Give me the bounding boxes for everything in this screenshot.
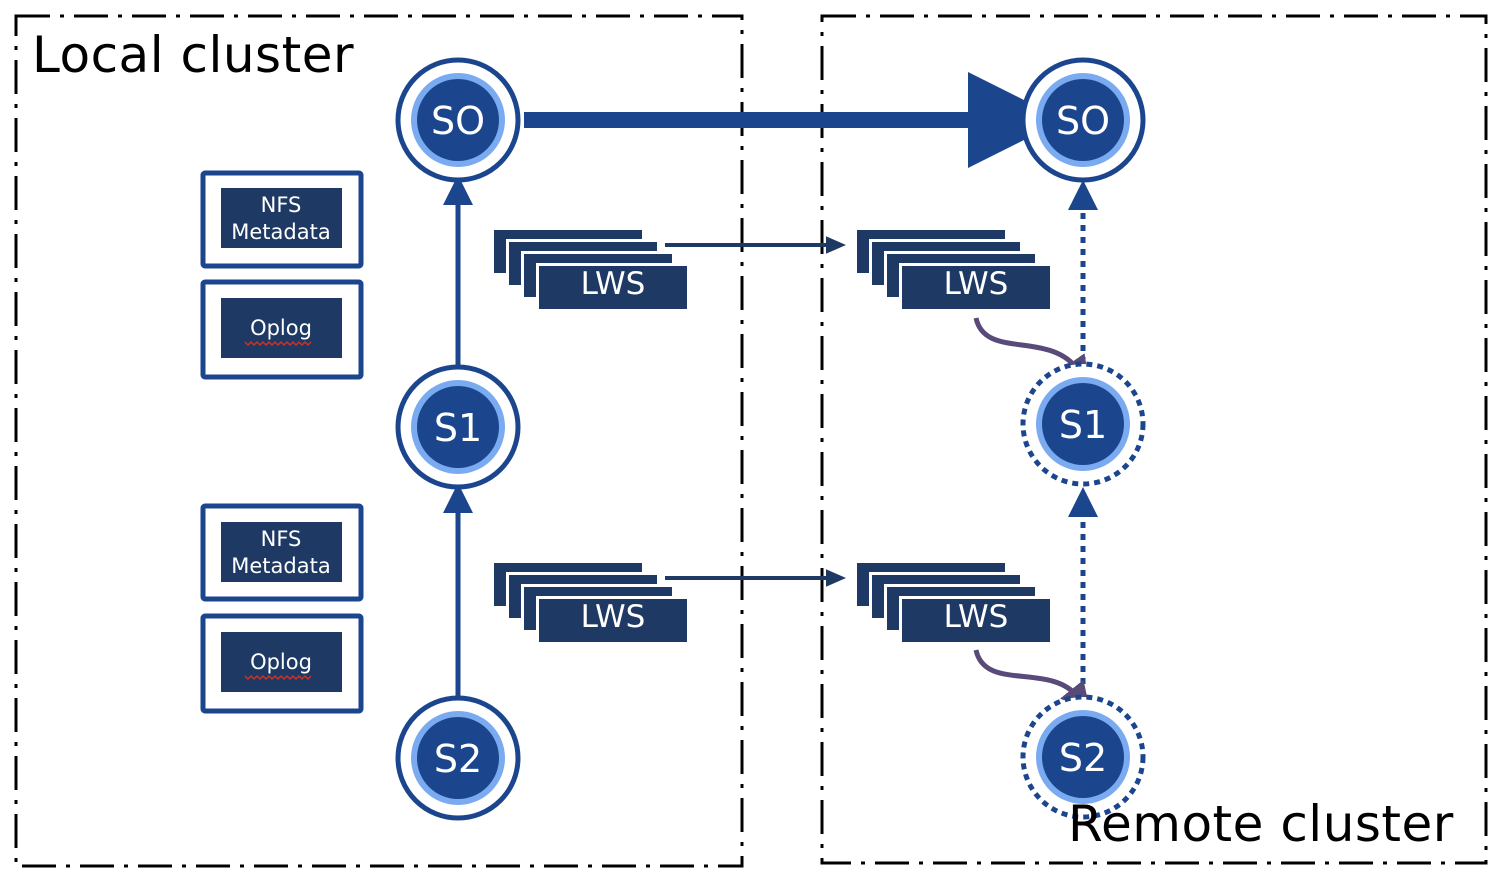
lws-stack-remote-top: LWS [854,227,1050,309]
lws-block [902,266,1050,309]
local-cluster-border [14,14,744,868]
remote-node-s1: S1 [1020,361,1146,487]
lws-block [539,266,687,309]
lws-block [902,599,1050,642]
oplog-label: Oplog [250,316,312,340]
edge-lws-remote-top-to-s1 [973,317,1090,387]
oplog-label: Oplog [250,650,312,674]
node-core [417,79,499,161]
remote-cluster-border [820,14,1488,865]
nfs-metadata-block [221,522,342,582]
node-core [1042,79,1124,161]
node-core [417,717,499,799]
nfs-metadata-line2: Metadata [231,220,330,244]
nfs-metadata-block [221,188,342,248]
remote-cluster-label: Remote cluster [1068,795,1454,853]
node-label: S2 [434,737,482,781]
remote-node-s0: SO [1020,57,1146,183]
node-label: S1 [1059,403,1107,447]
node-label: S1 [434,406,482,450]
node-core [417,386,499,468]
oplog-block [221,298,342,358]
lws-label: LWS [944,266,1009,302]
nfs-metadata-line1: NFS [261,527,302,551]
local-node-s0: SO [395,57,521,183]
node-label: SO [1056,99,1110,143]
lws-stack-remote-bottom: LWS [854,560,1050,642]
node-core [1042,383,1124,465]
lws-label: LWS [581,266,646,302]
edge-lws-remote-bottom-to-s2 [973,649,1091,713]
nfs-metadata-line2: Metadata [231,554,330,578]
spellcheck-underline [244,674,312,681]
local-cluster-label: Local cluster [32,26,355,84]
local-node-s2: S2 [395,695,521,821]
remote-node-s2: S2 [1020,694,1146,820]
node-label: SO [431,99,485,143]
lws-label: LWS [581,599,646,635]
nfs-metadata-line1: NFS [261,193,302,217]
node-core [1042,716,1124,798]
storage-group-bottom: NFS Metadata Oplog [200,503,364,714]
spellcheck-underline [244,340,312,347]
lws-stack-local-bottom: LWS [491,560,687,642]
lws-label: LWS [944,599,1009,635]
lws-stack-local-top: LWS [491,227,687,309]
lws-block [539,599,687,642]
oplog-block [221,632,342,692]
storage-group-top: NFS Metadata Oplog [200,170,364,380]
node-label: S2 [1059,736,1107,780]
local-node-s1: S1 [395,364,521,490]
